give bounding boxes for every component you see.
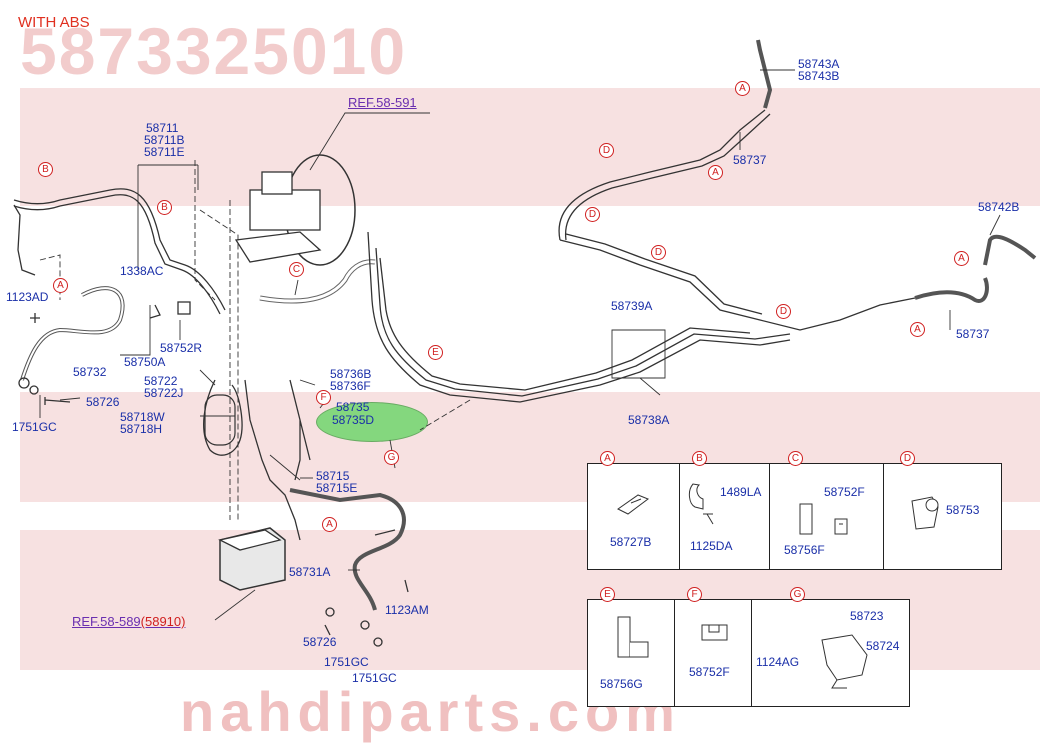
part-58756g[interactable]: 58756G [600, 677, 643, 691]
label-58731a[interactable]: 58731A [289, 565, 331, 579]
clamp-bolt-icon [688, 483, 714, 525]
callout-g: G [384, 450, 399, 465]
part-number-watermark: 5873325010 [20, 14, 408, 88]
label-58750a[interactable]: 58750A [124, 355, 166, 369]
detail-panel-e-tag: E [600, 587, 615, 602]
brake-line-diagram [13, 39, 1037, 647]
label-1751gc-bottom-2[interactable]: 1751GC [352, 671, 397, 685]
label-58726-bottom[interactable]: 58726 [303, 635, 337, 649]
label-58735[interactable]: 58735 [336, 400, 370, 414]
holder-icon [911, 496, 939, 530]
label-1123am[interactable]: 1123AM [385, 603, 429, 617]
detail-panel-b: B 1489LA 1125DA [679, 451, 771, 570]
detail-panel-b-tag: B [692, 451, 707, 466]
callout-d-mid: D [651, 245, 666, 260]
label-58711e[interactable]: 58711E [144, 145, 185, 159]
label-58752r[interactable]: 58752R [160, 341, 203, 355]
bracket-e-icon [617, 616, 649, 658]
variant-label: WITH ABS [18, 14, 90, 31]
detail-panel-f-tag: F [687, 587, 702, 602]
callout-a-hecu: A [322, 517, 337, 532]
detail-panel-d: D 58753 [883, 451, 1002, 570]
callout-b-left: B [38, 162, 53, 177]
label-58736f[interactable]: 58736F [330, 379, 371, 393]
label-58718w[interactable]: 58718W [120, 410, 165, 424]
label-58736b[interactable]: 58736B [330, 367, 372, 381]
label-58737-top[interactable]: 58737 [733, 153, 767, 167]
callout-d-top: D [599, 143, 614, 158]
ref-58-589-text: REF.58-589 [72, 614, 141, 629]
label-58726-left[interactable]: 58726 [86, 395, 120, 409]
clip-f-icon [701, 624, 728, 641]
part-1124ag[interactable]: 1124AG [756, 655, 800, 669]
label-58722[interactable]: 58722 [144, 374, 178, 388]
clip-icon [617, 494, 650, 515]
label-58737-right[interactable]: 58737 [956, 327, 990, 341]
ref-58910-text: (58910) [140, 614, 186, 629]
label-58743b[interactable]: 58743B [798, 69, 840, 83]
label-1751gc-left[interactable]: 1751GC [12, 420, 57, 434]
label-58718h[interactable]: 58718H [120, 422, 163, 436]
callout-a-top: A [735, 81, 750, 96]
detail-panel-e: E 58756G [587, 587, 676, 707]
callout-e: E [428, 345, 443, 360]
part-58727b[interactable]: 58727B [610, 535, 652, 549]
label-58742b[interactable]: 58742B [978, 200, 1020, 214]
detail-panel-c: C 58752F 58756F [769, 451, 885, 570]
part-58723[interactable]: 58723 [850, 609, 884, 623]
detail-panel-g: G 58723 58724 1124AG [751, 587, 910, 707]
callout-d-left: D [585, 207, 600, 222]
part-1489la[interactable]: 1489LA [720, 485, 762, 499]
detail-panel-a: A 58727B [587, 451, 681, 570]
part-58752f-c[interactable]: 58752F [824, 485, 865, 499]
callout-d-right: D [776, 304, 791, 319]
label-58743a[interactable]: 58743A [798, 57, 840, 71]
bracket-icon [799, 503, 848, 535]
callout-a-lower: A [910, 322, 925, 337]
part-1125da[interactable]: 1125DA [690, 539, 733, 553]
callout-b-mid: B [157, 200, 172, 215]
part-58756f[interactable]: 58756F [784, 543, 825, 557]
detail-panel-a-tag: A [600, 451, 615, 466]
detail-panel-g-tag: G [790, 587, 805, 602]
part-58724[interactable]: 58724 [866, 639, 900, 653]
label-58711b[interactable]: 58711B [144, 133, 185, 147]
watermark-band-top [20, 88, 1040, 206]
detail-panel-c-tag: C [788, 451, 803, 466]
label-1338ac[interactable]: 1338AC [120, 264, 164, 278]
part-58753[interactable]: 58753 [946, 503, 980, 517]
callout-f: F [316, 390, 331, 405]
part-58752f-f[interactable]: 58752F [689, 665, 730, 679]
label-58715e[interactable]: 58715E [316, 481, 358, 495]
label-58732[interactable]: 58732 [73, 365, 107, 379]
label-58722j[interactable]: 58722J [144, 386, 184, 400]
callout-c: C [289, 262, 304, 277]
callout-a-upper: A [708, 165, 723, 180]
detail-panel-d-tag: D [900, 451, 915, 466]
label-58739a[interactable]: 58739A [611, 299, 653, 313]
highlight-ellipse [316, 402, 428, 442]
label-58715[interactable]: 58715 [316, 469, 350, 483]
callout-a-right: A [954, 251, 969, 266]
ref-58-591-link[interactable]: REF.58-591 [348, 95, 417, 110]
detail-panel-f: F 58752F [674, 587, 753, 707]
callout-a-left: A [53, 278, 68, 293]
label-58735d[interactable]: 58735D [332, 413, 375, 427]
label-1123ad[interactable]: 1123AD [6, 290, 49, 304]
label-58711[interactable]: 58711 [146, 121, 179, 135]
label-1751gc-bottom-1[interactable]: 1751GC [324, 655, 369, 669]
bracket-g-icon [821, 634, 868, 689]
ref-58-589-link[interactable]: REF.58-589(58910) [72, 614, 185, 629]
label-58738a[interactable]: 58738A [628, 413, 670, 427]
